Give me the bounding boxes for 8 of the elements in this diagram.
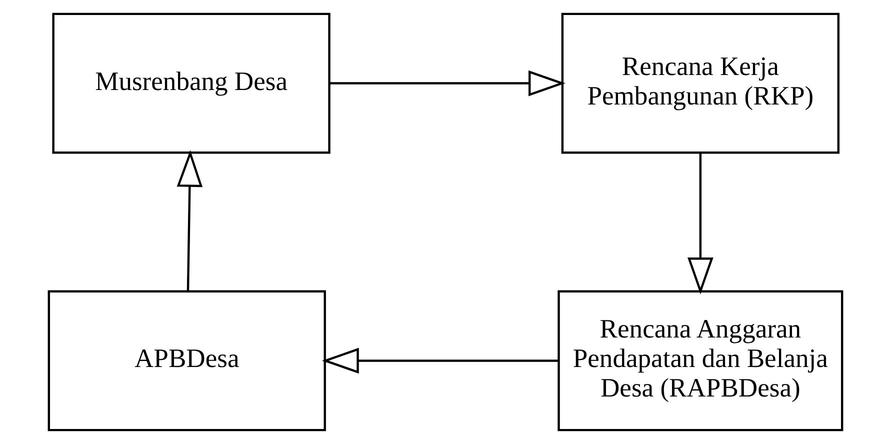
node-box: Musrenbang Desa: [52, 12, 330, 154]
arrow: [687, 153, 713, 294]
node-box: APBDesa: [47, 290, 326, 432]
node-box: Rencana Anggaran Pendapatan dan Belanja Desa (RAPBDesa): [557, 290, 843, 432]
node-box: Rencana Kerja Pembangunan (RKP): [560, 12, 840, 154]
arrow: [321, 348, 558, 374]
arrow: [176, 150, 202, 292]
arrow: [329, 70, 565, 96]
